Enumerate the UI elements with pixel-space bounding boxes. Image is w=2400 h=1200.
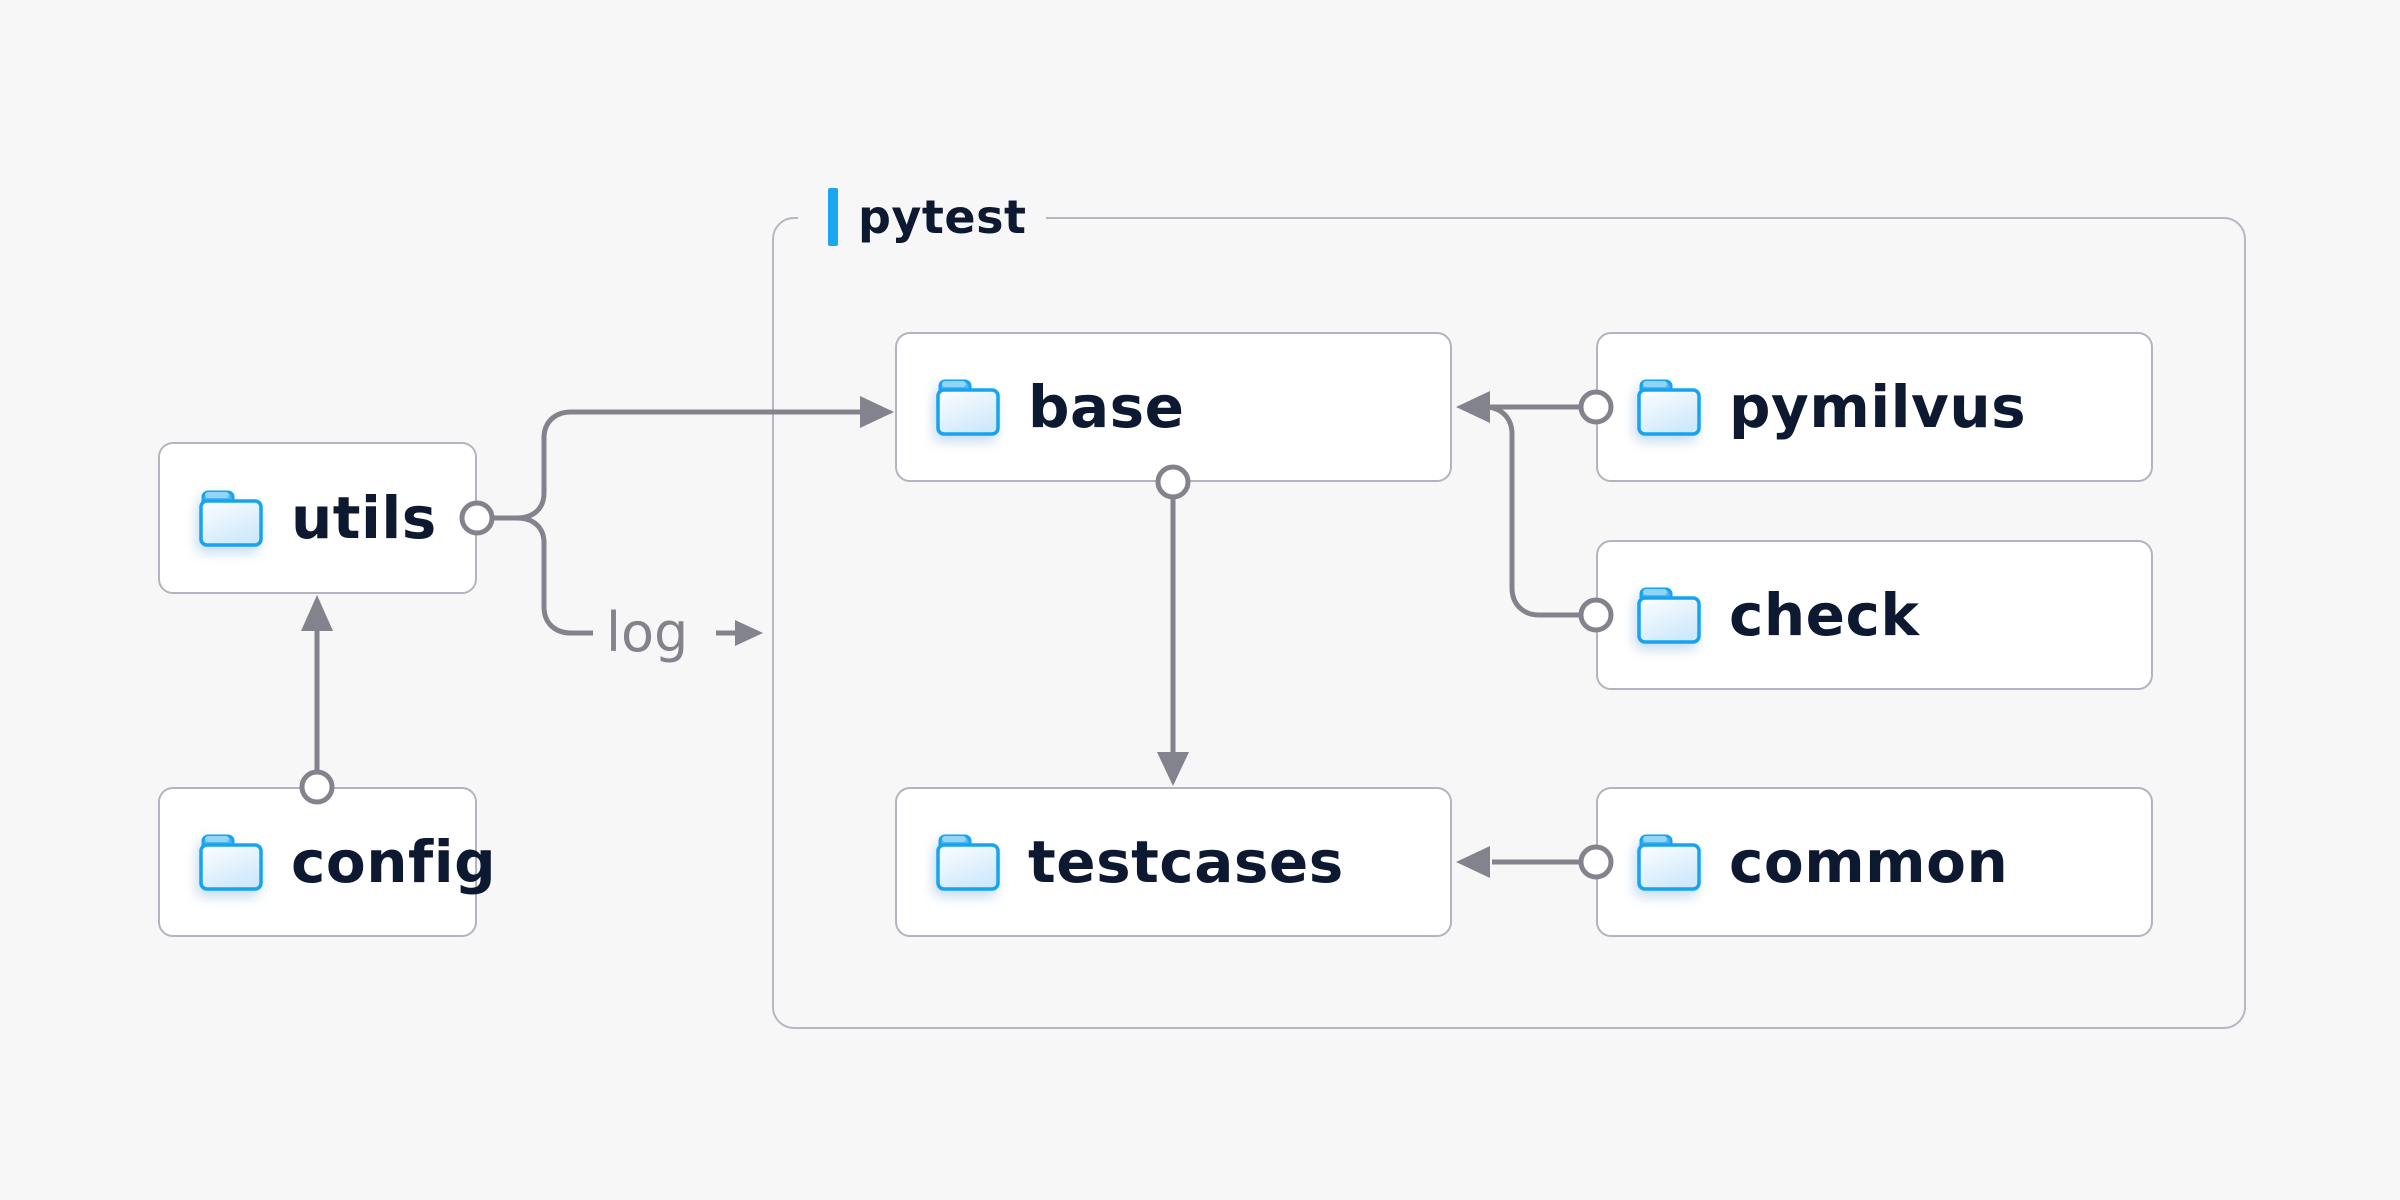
group-title: pytest: [858, 190, 1027, 244]
node-pymilvus: pymilvus: [1596, 332, 2153, 482]
pytest-group-label: pytest: [798, 188, 1047, 246]
edge-config-to-utils: [299, 595, 335, 805]
blue-accent-bar: [828, 188, 838, 246]
node-config: config: [158, 787, 496, 937]
small-arrowhead-right-icon: [735, 620, 763, 646]
node-testcases: testcases: [895, 787, 1452, 937]
folder-icon: [199, 490, 263, 547]
node-label: common: [1729, 828, 2009, 896]
node-base: base: [895, 332, 1452, 482]
node-label: testcases: [1028, 828, 1344, 896]
folder-icon: [199, 834, 263, 891]
node-check: check: [1596, 540, 2153, 690]
node-label: base: [1028, 373, 1185, 441]
folder-icon: [1637, 587, 1701, 644]
folder-icon: [936, 379, 1000, 436]
node-utils: utils: [158, 442, 477, 594]
edge-label-log: log: [606, 601, 689, 664]
folder-icon: [1637, 834, 1701, 891]
node-label: config: [291, 828, 497, 896]
arrowhead-up-icon: [301, 595, 333, 631]
node-label: check: [1729, 581, 1920, 649]
folder-icon: [936, 834, 1000, 891]
node-label: utils: [291, 484, 437, 552]
node-label: pymilvus: [1729, 373, 2027, 441]
folder-icon: [1637, 379, 1701, 436]
pytest-group-container: [772, 217, 2246, 1029]
node-common: common: [1596, 787, 2153, 937]
